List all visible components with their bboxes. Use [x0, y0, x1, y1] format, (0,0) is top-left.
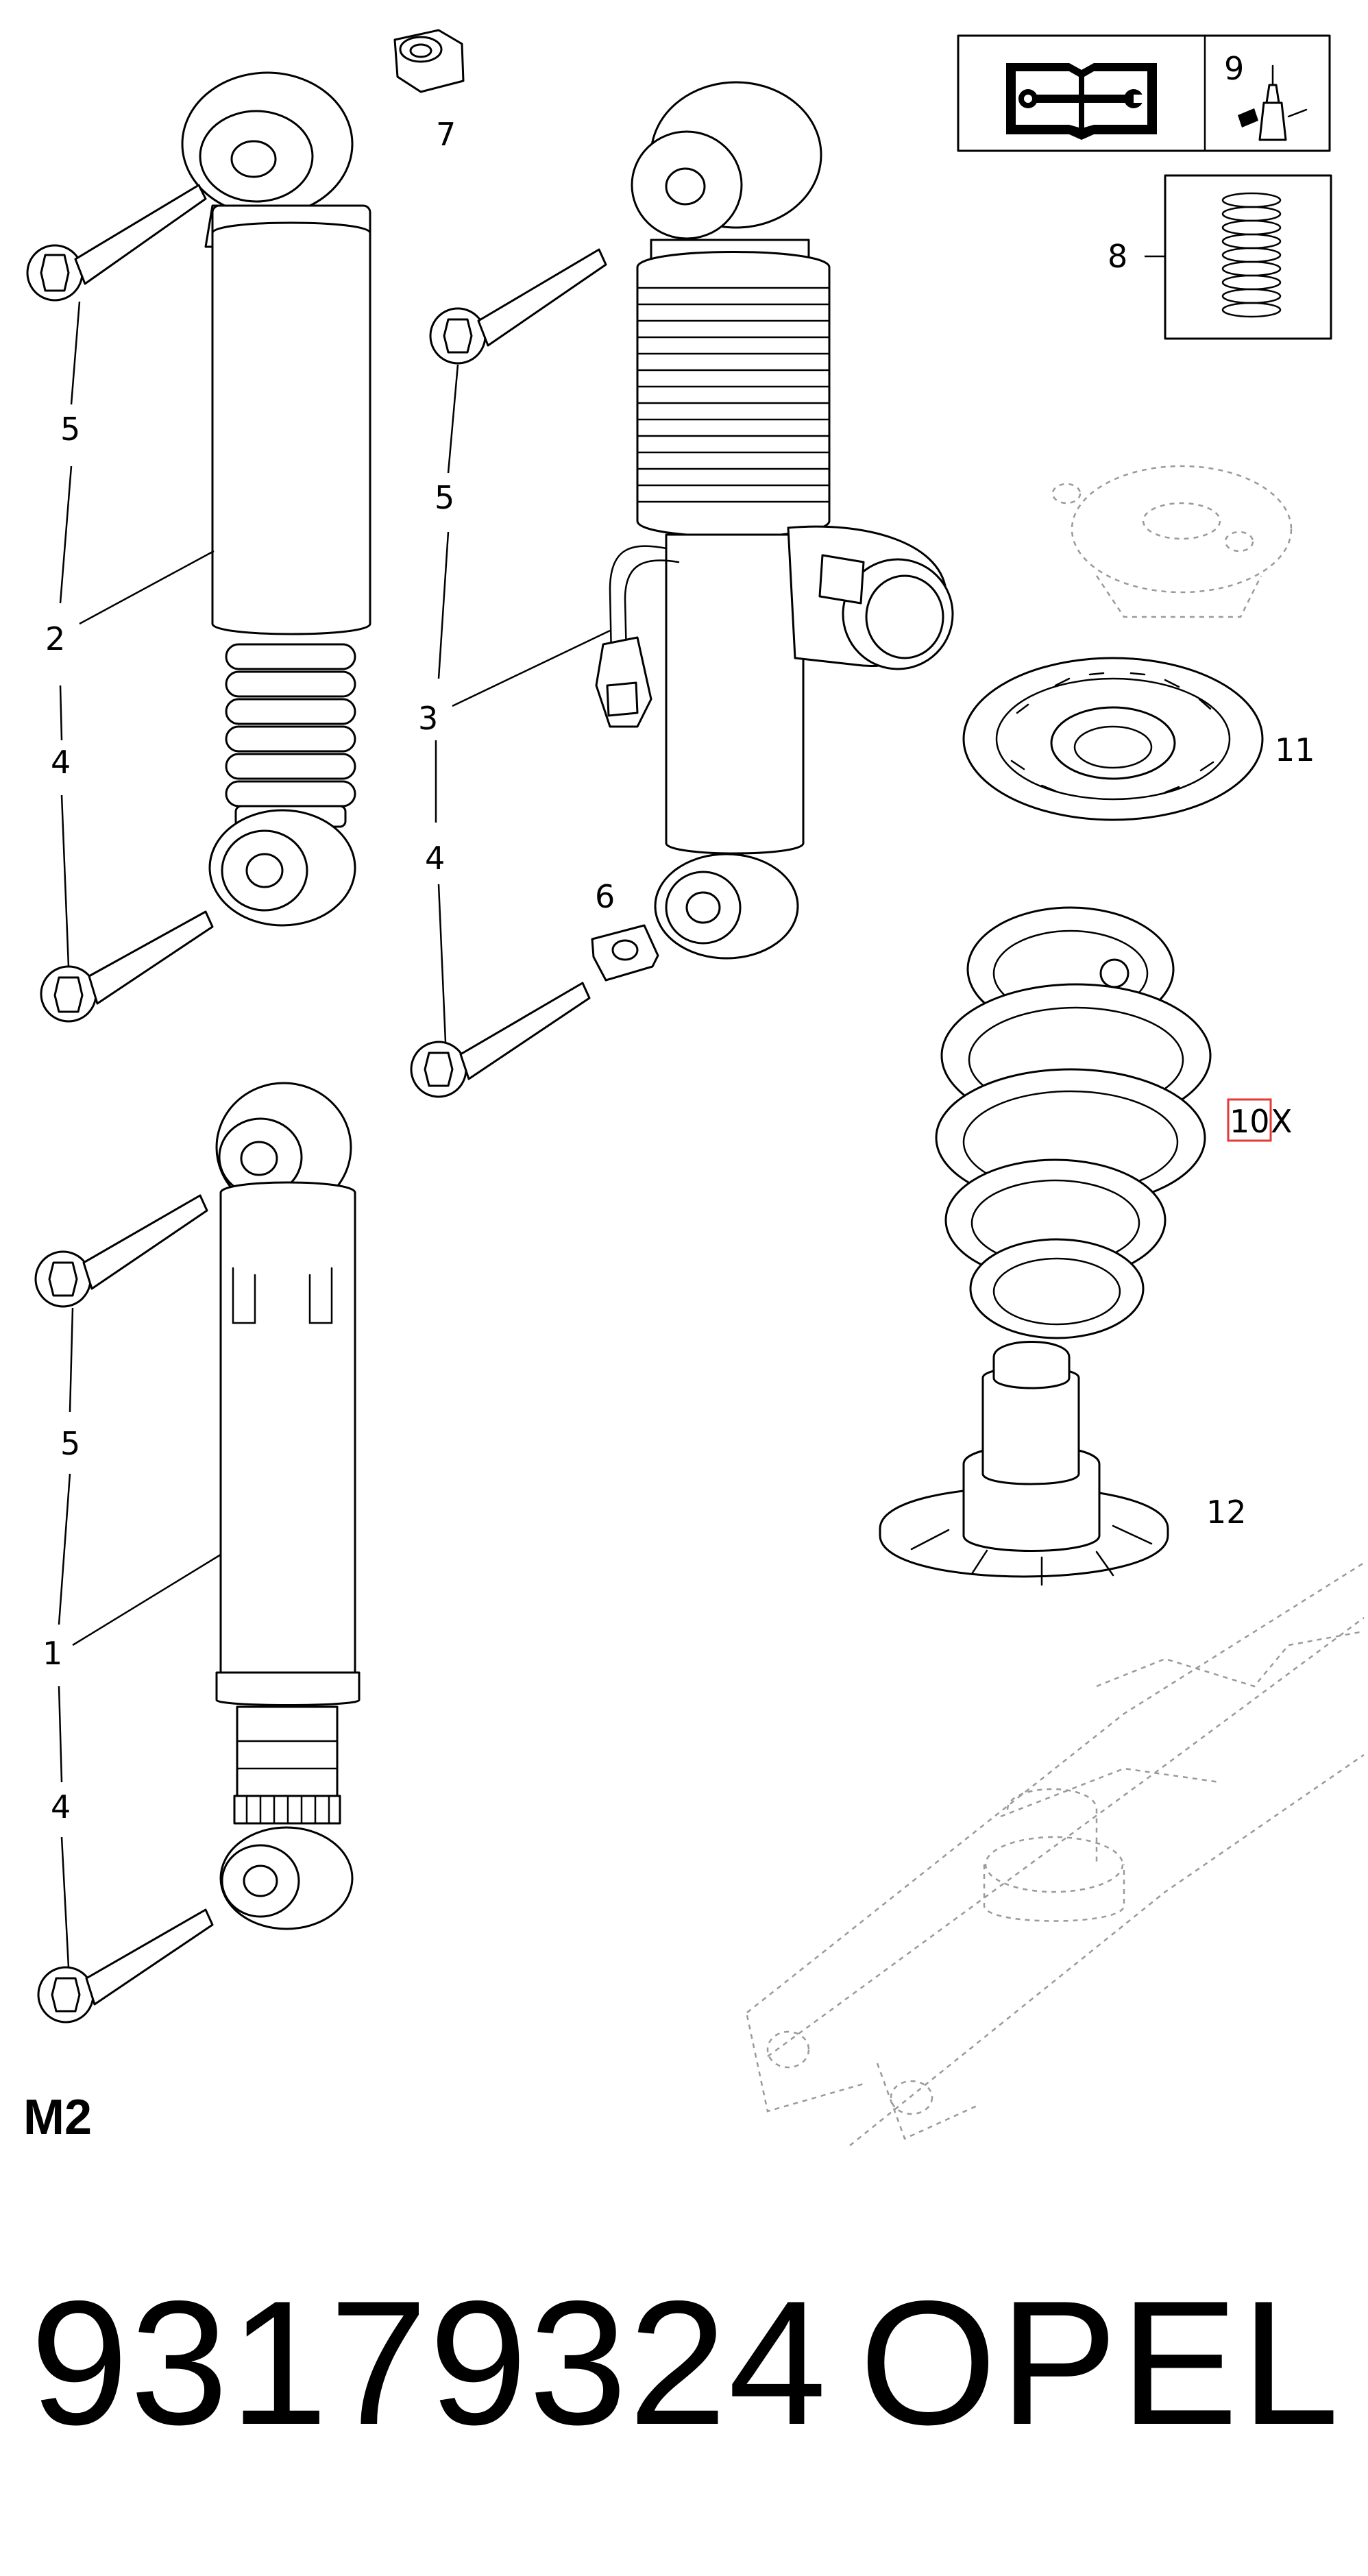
air-shock-absorber-part-3 [595, 81, 954, 960]
shock-absorber-part-2 [181, 71, 371, 927]
screw-part-4-left-lower [40, 910, 214, 1023]
callout-8: 8 [1108, 238, 1127, 275]
rear-axle-ghost [746, 1562, 1365, 2146]
callout-2: 2 [45, 620, 65, 657]
shock-absorber-part-1 [215, 1082, 361, 1930]
exploded-parts-diagram: 9 8 7 [26, 29, 1365, 2146]
bushing-part-7 [393, 29, 465, 93]
repair-manual-icon [1006, 63, 1157, 140]
callout-9: 9 [1224, 50, 1244, 87]
brand-name: OPEL [859, 2263, 1342, 2462]
leader-lines [58, 301, 611, 1968]
callout-3: 3 [418, 700, 438, 737]
callout-6: 6 [595, 878, 615, 915]
callout-10: 10 [1230, 1103, 1270, 1140]
callout-5-middle: 5 [435, 479, 454, 516]
screw-part-5-middle [429, 248, 607, 365]
coil-spring-part-10 [935, 906, 1212, 1339]
callout-5-lower-left: 5 [60, 1425, 80, 1462]
legend-box-spring-kit [1145, 174, 1332, 340]
callout-11: 11 [1275, 731, 1315, 768]
callout-1: 1 [42, 1635, 62, 1672]
screw-part-5-lower-left [34, 1194, 208, 1308]
screw-part-4-middle [410, 982, 591, 1098]
small-spring-icon [1221, 192, 1282, 318]
callout-5-upper-left: 5 [60, 411, 80, 448]
callout-4-lower-left: 4 [51, 1788, 71, 1825]
screw-part-5-upper-left [26, 184, 207, 302]
callout-4-middle: 4 [425, 840, 445, 877]
callout-12: 12 [1206, 1494, 1247, 1531]
spring-seat-part-11 [962, 657, 1264, 821]
legend-box-manual: 9 [957, 34, 1331, 152]
callout-7: 7 [436, 116, 456, 153]
highlight-box-10 [1227, 1098, 1272, 1142]
screw-part-4-lower-left [37, 1908, 214, 2024]
callout-4-left: 4 [51, 744, 71, 781]
part-number: 93179324 [30, 2263, 828, 2462]
variant-label: M2 [23, 2090, 93, 2145]
nut-part-6 [591, 924, 659, 982]
bump-stop-part-12 [879, 1341, 1169, 1586]
upper-mount-ghost [1051, 465, 1293, 618]
adhesive-bottle-icon [1238, 64, 1308, 141]
callout-10-suffix: X [1271, 1103, 1293, 1140]
